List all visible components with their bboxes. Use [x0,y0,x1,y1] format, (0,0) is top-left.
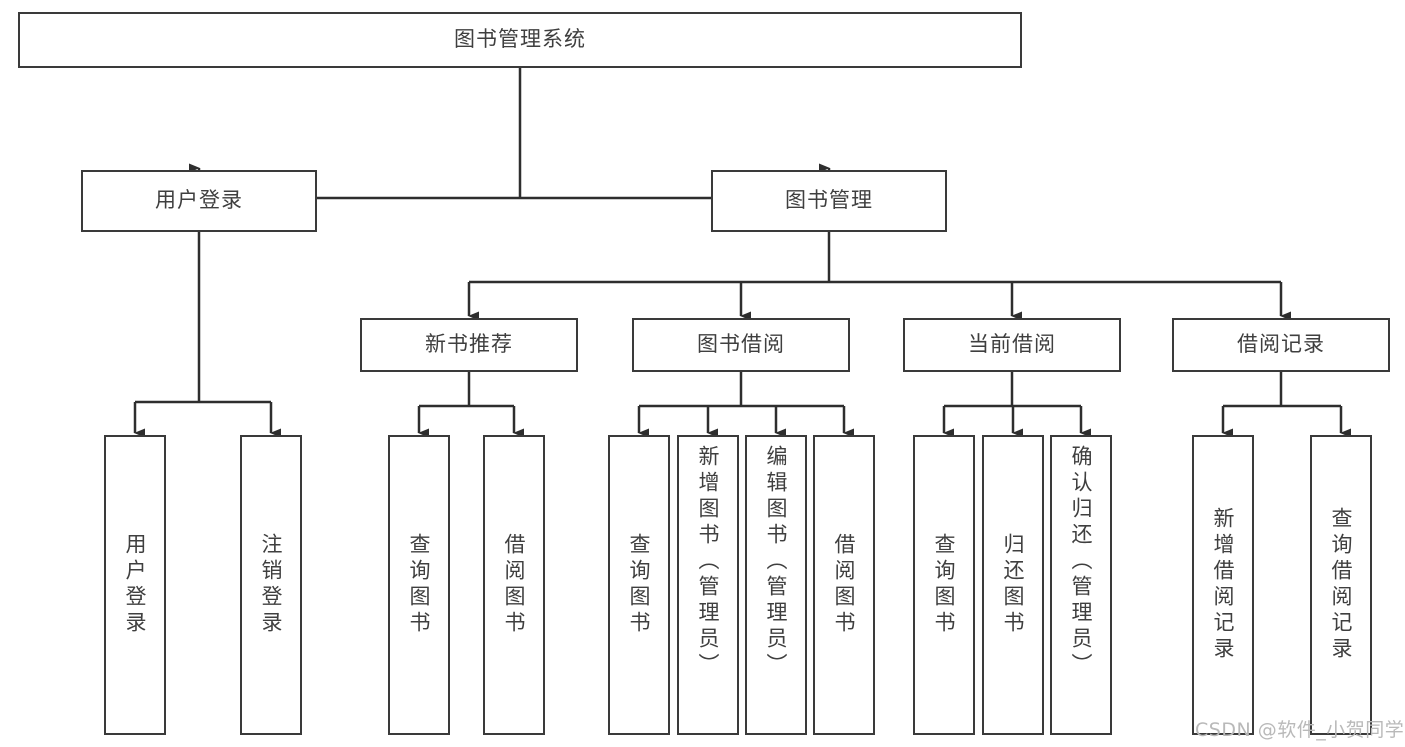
node-label: 用户登录 [123,533,148,637]
node-label: 新增借阅记录 [1211,507,1236,663]
node-label: 注销登录 [259,533,284,637]
node-leaf-user-logout[interactable]: 注销登录 [240,435,302,735]
node-label: 图书管理 [785,188,873,213]
node-root[interactable]: 图书管理系统 [18,12,1022,68]
node-leaf-query-record[interactable]: 查询借阅记录 [1310,435,1372,735]
node-borrow[interactable]: 图书借阅 [632,318,850,372]
watermark-label: CSDN @软件_小贺同学 [1195,719,1405,741]
edge-layer [133,68,1351,438]
node-label: 借阅图书 [832,533,857,637]
node-leaf-add-record[interactable]: 新增借阅记录 [1192,435,1254,735]
node-label: 当前借阅 [968,332,1056,357]
node-bookmgmt[interactable]: 图书管理 [711,170,947,232]
node-leaf-query-book-1[interactable]: 查询图书 [388,435,450,735]
node-label: 新增图书（管理员） [696,445,721,679]
node-label: 借阅图书 [502,533,527,637]
node-label: 用户登录 [155,188,243,213]
node-label: 查询图书 [932,533,957,637]
node-current[interactable]: 当前借阅 [903,318,1121,372]
node-leaf-return-book[interactable]: 归还图书 [982,435,1044,735]
node-label: 归还图书 [1001,533,1026,637]
node-leaf-add-book[interactable]: 新增图书（管理员） [677,435,739,735]
node-label: 新书推荐 [425,332,513,357]
node-leaf-query-book-3[interactable]: 查询图书 [913,435,975,735]
node-label: 借阅记录 [1237,332,1325,357]
node-login[interactable]: 用户登录 [81,170,317,232]
node-leaf-borrow-book-1[interactable]: 借阅图书 [483,435,545,735]
node-leaf-edit-book[interactable]: 编辑图书（管理员） [745,435,807,735]
node-label: 图书借阅 [697,332,785,357]
node-label: 查询借阅记录 [1329,507,1354,663]
node-leaf-user-login[interactable]: 用户登录 [104,435,166,735]
node-leaf-borrow-book-2[interactable]: 借阅图书 [813,435,875,735]
node-label: 图书管理系统 [454,27,586,52]
node-leaf-confirm-return[interactable]: 确认归还（管理员） [1050,435,1112,735]
node-leaf-query-book-2[interactable]: 查询图书 [608,435,670,735]
node-newbook[interactable]: 新书推荐 [360,318,578,372]
node-records[interactable]: 借阅记录 [1172,318,1390,372]
node-label: 编辑图书（管理员） [764,445,789,679]
node-label: 查询图书 [627,533,652,637]
node-label: 查询图书 [407,533,432,637]
node-label: 确认归还（管理员） [1069,445,1094,679]
